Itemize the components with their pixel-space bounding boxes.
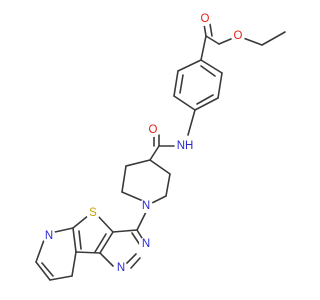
bond	[112, 229, 138, 233]
nitrogen-atom: N	[42, 229, 56, 243]
svg-text:N: N	[45, 230, 53, 242]
svg-text:N: N	[117, 262, 125, 274]
bond	[35, 239, 45, 263]
bond	[49, 275, 73, 281]
svg-text:O: O	[149, 124, 158, 136]
bond	[94, 233, 107, 253]
oxygen-atom: O	[146, 123, 160, 137]
bond	[205, 35, 220, 45]
sulfur-atom: S	[86, 206, 100, 220]
bond	[200, 65, 216, 77]
bond	[217, 72, 223, 99]
bond	[99, 231, 114, 254]
bond	[261, 31, 286, 46]
bond	[173, 70, 179, 97]
svg-text:NH: NH	[177, 140, 194, 152]
bond	[200, 35, 207, 61]
bond	[149, 145, 160, 161]
atom-labels: O O O NH N S N	[42, 12, 245, 275]
bond	[41, 262, 54, 277]
bond	[179, 74, 184, 94]
svg-text:N: N	[142, 238, 150, 250]
bond	[203, 23, 207, 37]
bond	[72, 214, 90, 229]
bond	[173, 95, 196, 111]
bond	[194, 97, 219, 111]
nitrogen-atom: NH	[176, 137, 194, 155]
bond	[130, 257, 141, 269]
svg-text:N: N	[142, 200, 150, 212]
bond	[165, 173, 171, 197]
molecule-structure: O O O NH N S N	[35, 12, 286, 281]
bond	[99, 252, 114, 267]
svg-text:S: S	[89, 207, 97, 219]
bond	[125, 253, 137, 265]
bond	[125, 159, 151, 167]
bond	[96, 214, 114, 233]
bond	[187, 109, 196, 136]
bond	[177, 59, 202, 72]
oxygen-atom: O	[198, 12, 212, 26]
bond	[71, 251, 77, 277]
bond	[75, 251, 101, 254]
bond	[149, 159, 171, 175]
bond	[54, 227, 74, 233]
svg-text:O: O	[201, 13, 210, 25]
molecule-canvas: O O O NH N S N	[35, 12, 286, 281]
oxygen-atom: O	[231, 29, 245, 43]
bond	[35, 261, 51, 281]
nitrogen-atom: N	[139, 199, 153, 213]
bond	[196, 94, 214, 105]
nitrogen-atom: N	[139, 237, 153, 251]
bond	[72, 227, 77, 253]
bond	[149, 195, 167, 205]
bond	[209, 23, 213, 37]
bond	[78, 230, 82, 250]
bond	[200, 59, 223, 74]
bonds	[35, 23, 286, 281]
bond	[121, 165, 127, 193]
bond	[131, 232, 141, 246]
svg-text:O: O	[234, 30, 243, 42]
nitrogen-atom: N	[114, 261, 128, 275]
